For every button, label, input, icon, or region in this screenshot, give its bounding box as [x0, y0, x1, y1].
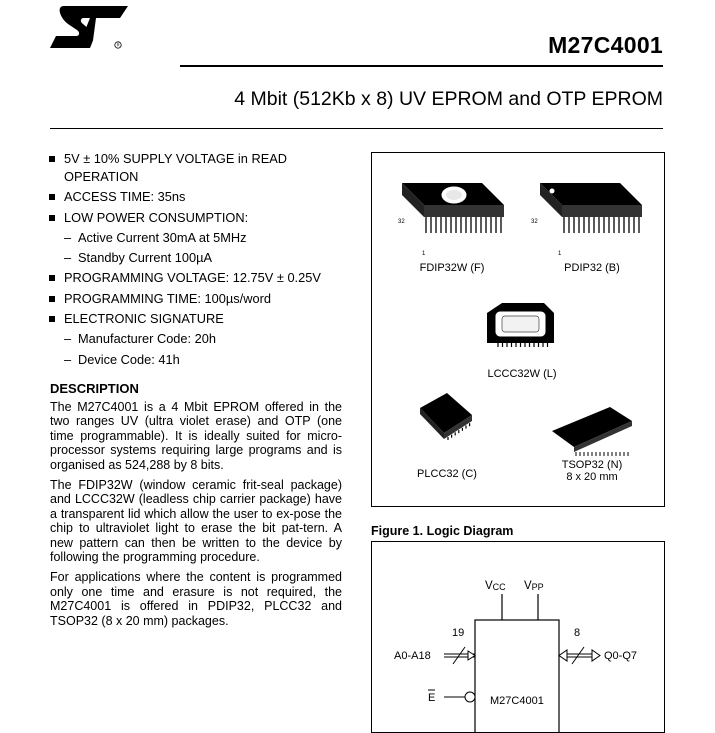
lccc32w-label: LCCC32W (L): [487, 368, 557, 380]
address-bus-slash: [452, 646, 466, 665]
chip-block: [474, 619, 560, 732]
document-subtitle: 4 Mbit (512Kb x 8) UV EPROM and OTP EPRO…: [234, 88, 663, 110]
package-illustrations: 32 1 32 1: [371, 152, 665, 507]
pdip-pin1-label: 1: [558, 251, 562, 257]
header-rule: [180, 65, 663, 67]
chip-label: M27C4001: [490, 695, 544, 707]
data-bus-arrow-right: [591, 649, 601, 662]
feature-subitem: Active Current 30mA at 5MHz: [48, 229, 348, 247]
feature-item: LOW POWER CONSUMPTION:: [48, 209, 348, 227]
enable-bubble: [464, 691, 476, 703]
address-bus-width: 19: [452, 627, 464, 639]
figure-title: Figure 1. Logic Diagram: [371, 524, 514, 538]
feature-item: ACCESS TIME: 35ns: [48, 188, 348, 206]
vpp-label: VPP: [524, 580, 544, 592]
description-body: The M27C4001 is a 4 Mbit EPROM offered i…: [50, 400, 342, 634]
pdip32-label: PDIP32 (B): [564, 262, 620, 274]
fdip32w-label: FDIP32W (F): [419, 262, 485, 274]
description-paragraph: The FDIP32W (window ceramic frit-seal pa…: [50, 478, 342, 565]
data-bus-label: Q0-Q7: [604, 650, 637, 662]
fdip-pin32-label: 32: [398, 219, 405, 225]
description-paragraph: The M27C4001 is a 4 Mbit EPROM offered i…: [50, 400, 342, 472]
feature-subitem: Device Code: 41h: [48, 351, 348, 369]
pdip-pin32-label: 32: [531, 219, 538, 225]
vcc-label: VCC: [485, 580, 506, 592]
plcc32-label: PLCC32 (C): [417, 468, 477, 480]
feature-item: PROGRAMMING VOLTAGE: 12.75V ± 0.25V: [48, 269, 348, 287]
tsop32-size-label: 8 x 20 mm: [566, 471, 618, 483]
enable-label: E: [428, 692, 435, 704]
pdip32-package-image: [540, 183, 642, 233]
svg-text:R: R: [117, 43, 120, 48]
data-bus-width: 8: [574, 627, 580, 639]
feature-item: PROGRAMMING TIME: 100µs/word: [48, 290, 348, 308]
feature-item: ELECTRONIC SIGNATURE: [48, 310, 348, 328]
data-bus-arrow-left: [558, 649, 568, 662]
st-logo: R: [50, 6, 128, 49]
description-heading: DESCRIPTION: [50, 381, 139, 396]
address-bus-arrow: [467, 650, 476, 661]
lccc32w-package-image: [487, 303, 554, 347]
fdip32w-package-image: [402, 183, 504, 233]
plcc32-package-image: [420, 393, 472, 440]
feature-subitem: Standby Current 100µA: [48, 249, 348, 267]
logic-diagram: VCC VPP 19 A0-A18 8 Q0-Q7 E M27C4001: [371, 541, 665, 733]
feature-item: 5V ± 10% SUPPLY VOLTAGE in READ OPERATIO…: [48, 150, 348, 186]
tsop32-label: TSOP32 (N): [561, 459, 623, 471]
feature-list: 5V ± 10% SUPPLY VOLTAGE in READ OPERATIO…: [48, 150, 348, 371]
description-paragraph: For applications where the content is pr…: [50, 570, 342, 628]
part-number: M27C4001: [548, 32, 663, 58]
subtitle-rule: [50, 128, 663, 129]
feature-subitem: Manufacturer Code: 20h: [48, 330, 348, 348]
address-bus-label: A0-A18: [394, 650, 431, 662]
tsop32-package-image: [552, 407, 632, 456]
data-bus-slash: [571, 646, 585, 665]
fdip-pin1-label: 1: [422, 251, 426, 257]
